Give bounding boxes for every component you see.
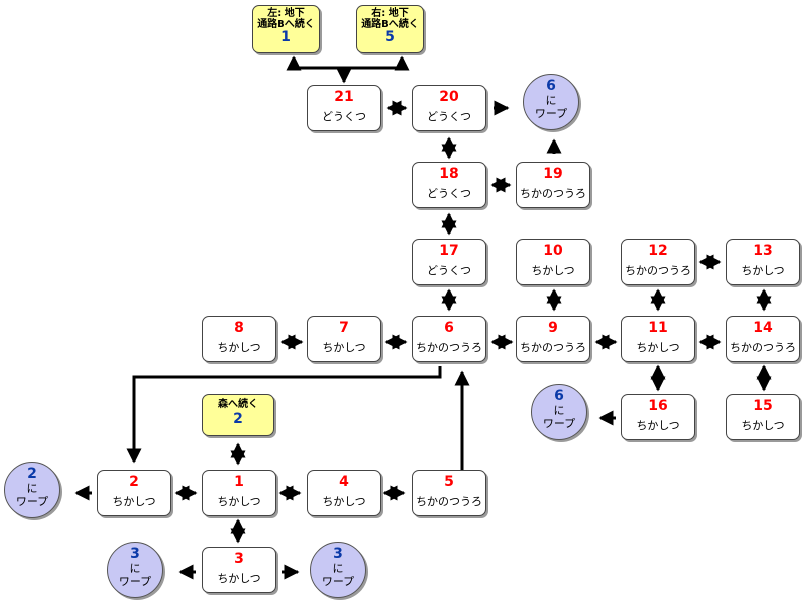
warp-text-line2: ワープ (321, 575, 355, 588)
room-number: 9 (548, 320, 558, 336)
exit-forest: 森へ続く 2 (202, 394, 274, 436)
room-number: 6 (444, 320, 454, 336)
room-name: ちかのつうろ (730, 341, 796, 354)
room-number: 21 (334, 89, 354, 105)
room-1: 1 ちかしつ (202, 470, 276, 516)
room-name: ちかのつうろ (416, 341, 482, 354)
warp-text-line1: に (332, 562, 344, 575)
room-number: 13 (753, 243, 773, 259)
room-name: ちかしつ (531, 264, 575, 277)
warp-text-line1: に (129, 562, 141, 575)
room-name: ちかのつうろ (520, 341, 586, 354)
room-9: 9 ちかのつうろ (516, 316, 590, 362)
room-number: 18 (439, 166, 459, 182)
exit-right: 右: 地下 通路Bへ続く 5 (356, 5, 424, 53)
room-17: 17 どうくつ (412, 239, 486, 285)
room-name: ちかしつ (217, 495, 261, 508)
warp-text-line1: に (553, 404, 565, 417)
exit-left-number: 1 (281, 29, 291, 45)
room-2: 2 ちかしつ (97, 470, 171, 516)
room-10: 10 ちかしつ (516, 239, 590, 285)
path-6-to-2 (126, 366, 442, 464)
room-name: ちかしつ (741, 419, 785, 432)
room-13: 13 ちかしつ (726, 239, 800, 285)
warp-text-line2: ワープ (15, 495, 49, 508)
warp-text-line1: に (545, 94, 557, 107)
room-name: ちかのつうろ (416, 495, 482, 508)
room-18: 18 どうくつ (412, 162, 486, 208)
exit-left-line1: 左: 地下 (267, 8, 305, 19)
exit-left: 左: 地下 通路Bへ続く 1 (252, 5, 320, 53)
warp-text-line2: ワープ (118, 575, 152, 588)
exit-right-number: 5 (385, 29, 395, 45)
room-12: 12 ちかのつうろ (621, 239, 695, 285)
room-15: 15 ちかしつ (726, 394, 800, 440)
warp-number: 2 (27, 466, 37, 482)
room-5: 5 ちかのつうろ (412, 470, 486, 516)
room-name: どうくつ (427, 187, 471, 200)
warp-text-line1: に (26, 482, 38, 495)
room-21: 21 どうくつ (307, 85, 381, 131)
room-name: どうくつ (427, 110, 471, 123)
room-19: 19 ちかのつうろ (516, 162, 590, 208)
room-number: 8 (234, 320, 244, 336)
room-name: ちかしつ (741, 264, 785, 277)
room-name: ちかのつうろ (625, 264, 691, 277)
room-number: 2 (129, 474, 139, 490)
room-11: 11 ちかしつ (621, 316, 695, 362)
warp-number: 6 (546, 78, 556, 94)
room-name: ちかのつうろ (520, 187, 586, 200)
exit-forest-line1: 森へ続く (218, 399, 258, 410)
room-name: ちかしつ (636, 419, 680, 432)
room-6: 6 ちかのつうろ (412, 316, 486, 362)
room-16: 16 ちかしつ (621, 394, 695, 440)
room-number: 16 (648, 398, 668, 414)
room-name: ちかしつ (217, 572, 261, 585)
room-number: 17 (439, 243, 459, 259)
room-name: ちかしつ (322, 495, 366, 508)
room-4: 4 ちかしつ (307, 470, 381, 516)
room-number: 14 (753, 320, 773, 336)
room-number: 20 (439, 89, 459, 105)
room-14: 14 ちかのつうろ (726, 316, 800, 362)
room-name: ちかしつ (322, 341, 366, 354)
exit-forest-number: 2 (233, 411, 243, 427)
warp-number: 3 (130, 546, 140, 562)
room-7: 7 ちかしつ (307, 316, 381, 362)
room-name: ちかしつ (636, 341, 680, 354)
warp-text-line2: ワープ (534, 107, 568, 120)
room-number: 5 (444, 474, 454, 490)
exit-right-line2: 通路Bへ続く (361, 19, 419, 30)
room-number: 11 (648, 320, 668, 336)
exit-left-line2: 通路Bへ続く (257, 19, 315, 30)
room-number: 1 (234, 474, 244, 490)
warp-number: 6 (554, 388, 564, 404)
warp-text-line2: ワープ (542, 417, 576, 430)
room-name: ちかしつ (217, 341, 261, 354)
room-number: 12 (648, 243, 668, 259)
room-number: 7 (339, 320, 349, 336)
room-number: 19 (543, 166, 563, 182)
room-number: 3 (234, 551, 244, 567)
exit-right-line1: 右: 地下 (371, 8, 409, 19)
room-20: 20 どうくつ (412, 85, 486, 131)
room-name: どうくつ (427, 264, 471, 277)
room-name: ちかしつ (112, 495, 156, 508)
warp-number: 3 (333, 546, 343, 562)
room-name: どうくつ (322, 110, 366, 123)
room-3: 3 ちかしつ (202, 547, 276, 593)
room-number: 15 (753, 398, 773, 414)
room-number: 10 (543, 243, 563, 259)
room-8: 8 ちかしつ (202, 316, 276, 362)
room-number: 4 (339, 474, 349, 490)
